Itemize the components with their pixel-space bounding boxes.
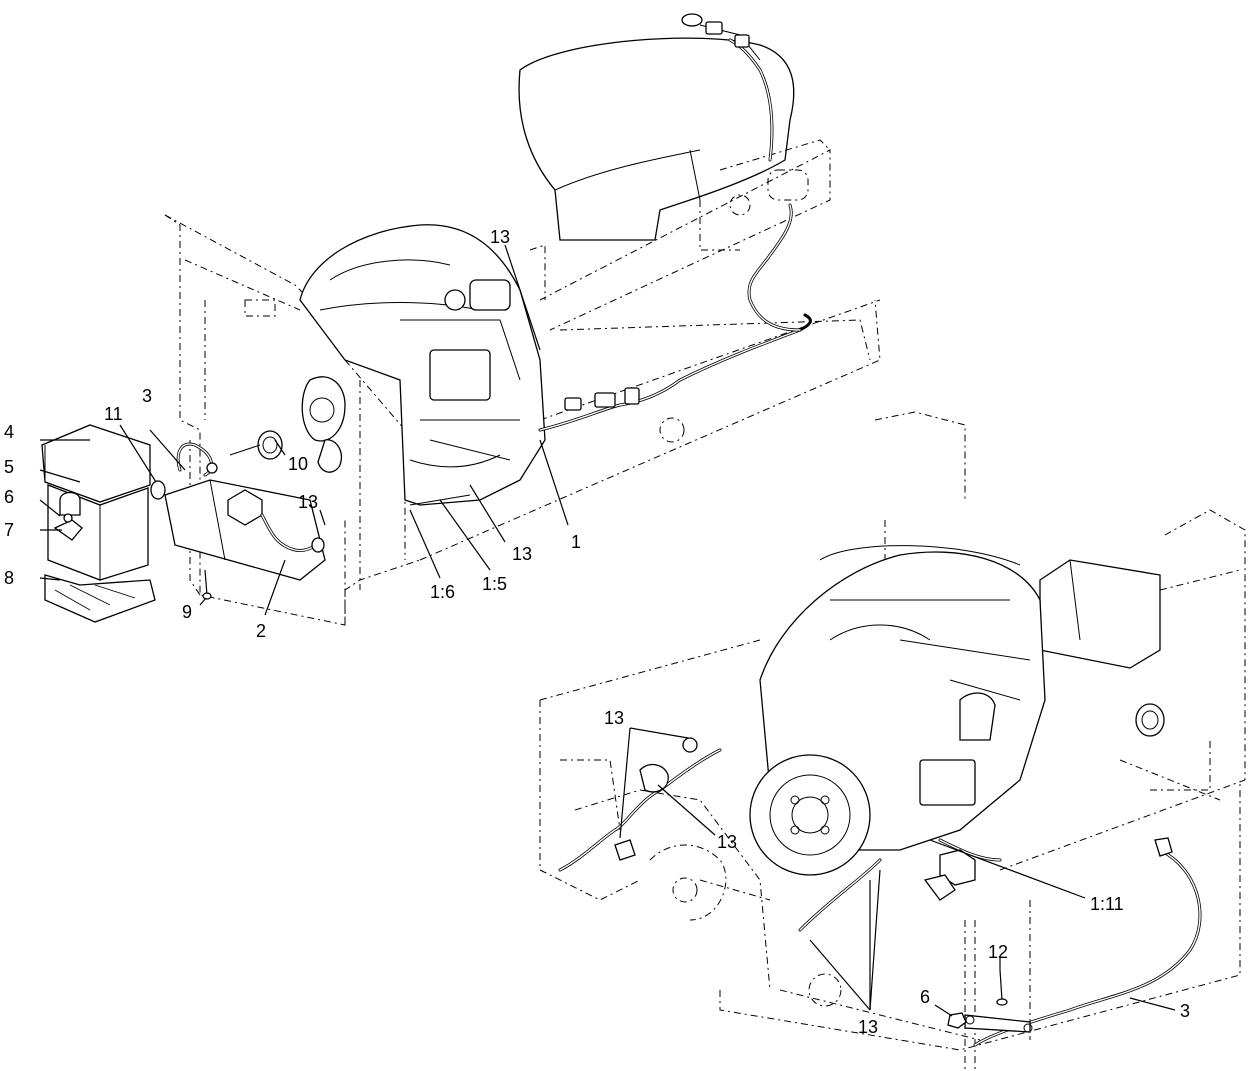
battery-bottom bbox=[1039, 559, 1161, 669]
callout-labels: 4 5 6 7 8 3 11 10 13 9 2 1:6 1:5 13 1 13… bbox=[4, 227, 1190, 1037]
callout-13-b: 13 bbox=[512, 544, 532, 564]
battery-assembly bbox=[41, 424, 156, 623]
callout-6-bottom: 6 bbox=[920, 987, 930, 1007]
bolt-part-9 bbox=[202, 569, 212, 600]
callout-10: 10 bbox=[288, 454, 308, 474]
callout-13-e: 13 bbox=[717, 832, 737, 852]
callout-12: 12 bbox=[988, 942, 1008, 962]
top-assembly bbox=[41, 13, 881, 626]
callout-3-top: 3 bbox=[142, 386, 152, 406]
callout-7: 7 bbox=[4, 520, 14, 540]
cable-gland-part-10 bbox=[229, 430, 283, 460]
flywheel bbox=[749, 754, 871, 876]
mounting-plate bbox=[164, 479, 326, 581]
callout-5: 5 bbox=[4, 457, 14, 477]
callout-2: 2 bbox=[256, 621, 266, 641]
callout-1-6: 1:6 bbox=[430, 582, 455, 602]
callout-9: 9 bbox=[182, 602, 192, 622]
callout-3-bottom: 3 bbox=[1180, 1001, 1190, 1021]
cable-gland-bottom bbox=[1135, 703, 1165, 737]
callout-1-11: 1:11 bbox=[1090, 894, 1124, 914]
ground-cable-bottom bbox=[964, 837, 1202, 1047]
callout-11: 11 bbox=[104, 404, 123, 424]
grommet-part-11 bbox=[150, 480, 166, 500]
wire-harness-top bbox=[409, 21, 812, 506]
callout-13-f: 13 bbox=[858, 1017, 878, 1037]
callout-6-top: 6 bbox=[4, 487, 14, 507]
nut-part-6-bottom bbox=[947, 1012, 967, 1029]
callout-4: 4 bbox=[4, 422, 14, 442]
battery-cable-top bbox=[176, 442, 218, 477]
bolt-part-12 bbox=[996, 969, 1008, 1006]
top-frame bbox=[164, 139, 881, 626]
fuse-holder-part-2 bbox=[227, 489, 325, 553]
callout-8: 8 bbox=[4, 568, 14, 588]
engine-top bbox=[299, 224, 546, 506]
fuel-tank bbox=[518, 13, 795, 241]
callout-13-d: 13 bbox=[604, 708, 624, 728]
leader-lines bbox=[39, 244, 1176, 1017]
callout-13-c: 13 bbox=[490, 227, 510, 247]
bottom-assembly bbox=[539, 411, 1246, 1071]
callout-1: 1 bbox=[571, 532, 581, 552]
callout-1-5: 1:5 bbox=[482, 574, 507, 594]
wire-harness-bottom bbox=[558, 737, 1002, 932]
callout-13-a: 13 bbox=[298, 492, 318, 512]
